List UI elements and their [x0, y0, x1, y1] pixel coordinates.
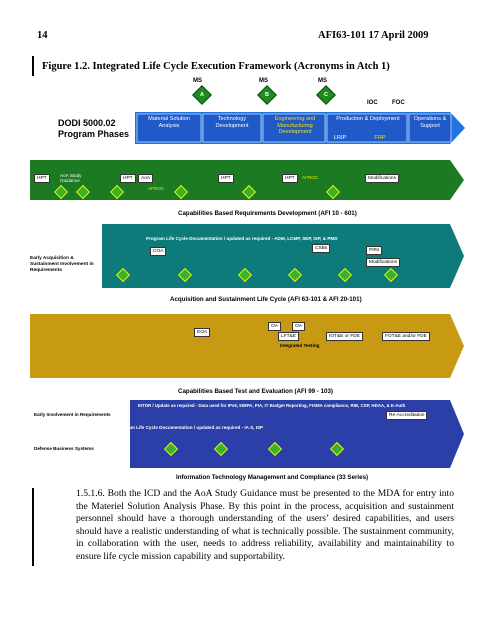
- phase-material-solution: Material Solution Analysis: [148, 116, 190, 129]
- te-eoa: EOA: [194, 328, 211, 337]
- it-eitdr: EITDR / Update as required - Data used f…: [138, 403, 406, 408]
- req-hpt-1: HPT: [34, 174, 50, 183]
- te-oa-1: OA: [268, 322, 281, 331]
- req-hpt-2: HPT: [120, 174, 136, 183]
- milestone-a-label: MS: [193, 78, 202, 84]
- req-hpt-4: HPT: [282, 174, 298, 183]
- frp-label: FRP: [374, 135, 386, 141]
- acq-modifications: Modifications: [366, 258, 400, 267]
- it-lifecycle-doc: Program Life Cycle Documentation / updat…: [116, 425, 264, 430]
- band-it-management: [130, 400, 464, 468]
- figure-diagram: MS A MS B MS C IOC FOC DODI 5000.02 Prog…: [30, 76, 466, 481]
- milestone-c-letter: C: [324, 92, 328, 98]
- phase-operations-support: Operations & Support: [413, 116, 447, 129]
- dodi-title: DODI 5000.02: [58, 118, 116, 128]
- milestone-b-letter: B: [265, 92, 269, 98]
- phase-arrow: [135, 112, 465, 144]
- page-number: 14: [37, 30, 48, 41]
- early-involvement-label: Early Involvement in Requirements: [34, 412, 111, 417]
- te-oa-2: OA: [292, 322, 305, 331]
- band-requirements: [30, 160, 464, 200]
- acq-csbs: CSBs: [312, 244, 331, 253]
- it-reaccreditation: Re-Accreditation: [386, 411, 428, 420]
- req-aoa: AoA: [138, 174, 154, 183]
- dodi-subtitle: Program Phases: [58, 129, 130, 139]
- foc-label: FOC: [392, 100, 405, 106]
- te-integrated-testing: Integrated Testing: [280, 343, 320, 348]
- req-afroc-1: AFROC: [148, 186, 165, 191]
- band-acquisition: [102, 224, 464, 288]
- document-id: AFI63-101 17 April 2009: [318, 30, 429, 41]
- band-test-evaluation-title: Capabilities Based Test and Evaluation (…: [178, 388, 333, 395]
- req-aoa-study-guidance: AoA Study Guidance: [60, 173, 82, 183]
- band-acquisition-title: Acquisition and Sustainment Life Cycle (…: [170, 296, 362, 303]
- req-modifications: Modifications: [365, 174, 399, 183]
- defense-business-label: Defense Business Systems: [34, 446, 94, 451]
- phase-production-deployment: Production & Deployment: [336, 116, 400, 122]
- band-test-evaluation: [30, 314, 464, 378]
- early-acquisition-label: Early Acquisition & Sustainment Involvem…: [30, 256, 94, 273]
- acq-pirs: PIRs: [366, 246, 383, 255]
- acq-lifecycle-doc: Program Life Cycle Documentation / updat…: [146, 236, 338, 241]
- te-fote-fde: FOT&E and/or FDE: [382, 332, 430, 341]
- te-iote-fde: IOT&E or FDE: [326, 332, 363, 341]
- milestone-b-label: MS: [259, 78, 268, 84]
- body-paragraph: 1.5.1.6. Both the ICD and the AoA Study …: [76, 488, 454, 562]
- band-it-management-title: Information Technology Management and Co…: [176, 474, 369, 481]
- acq-coa: COA: [150, 247, 167, 256]
- milestone-a-letter: A: [200, 92, 204, 98]
- phase-emd: Engineering and Manufacturing Developmen…: [274, 116, 316, 135]
- req-afroc-2: AFROC: [302, 175, 319, 180]
- milestone-c-label: MS: [318, 78, 327, 84]
- phase-technology-development: Technology Development: [215, 116, 249, 129]
- lrip-label: LRIP: [333, 135, 347, 141]
- figure-title: Figure 1.2. Integrated Life Cycle Execut…: [42, 61, 390, 72]
- req-hpt-3: HPT: [218, 174, 234, 183]
- change-bar: [32, 56, 34, 76]
- ioc-label: IOC: [367, 100, 378, 106]
- paragraph-change-bar: [32, 488, 34, 566]
- te-lfte: LFT&E: [278, 332, 299, 341]
- band-requirements-title: Capabilities Based Requirements Developm…: [178, 210, 357, 217]
